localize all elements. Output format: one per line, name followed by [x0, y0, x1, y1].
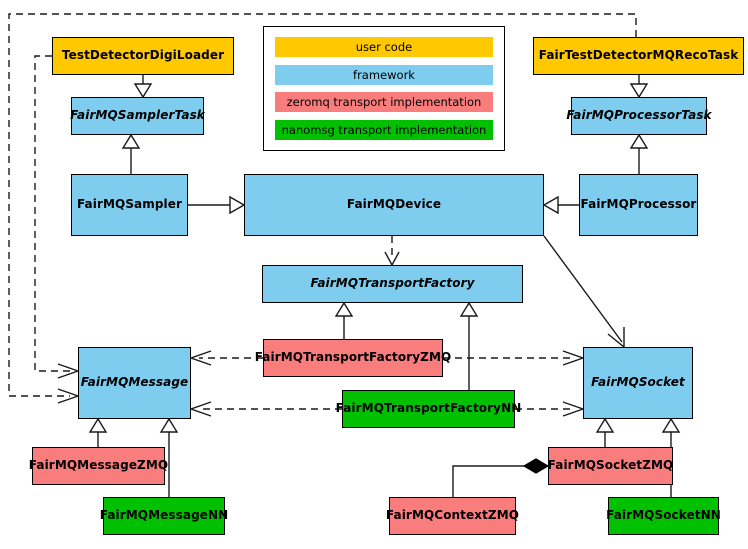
node-fairmqsamplertask[interactable]: FairMQSamplerTask: [70, 97, 205, 135]
node-fairmqsocketzmq[interactable]: FairMQSocketZMQ: [548, 447, 673, 485]
node-fairmqtransportfactorynn[interactable]: FairMQTransportFactoryNN: [336, 390, 521, 428]
composition-diamond-socketzmq: [522, 458, 550, 474]
node-fairmqtransportfactoryzmq[interactable]: FairMQTransportFactoryZMQ: [255, 339, 451, 377]
legend-label: framework: [353, 67, 415, 82]
node-label: FairMQTransportFactoryNN: [335, 401, 522, 416]
arrowhead-processortask-bottom: [629, 133, 649, 149]
legend-label: nanomsg transport implementation: [281, 122, 487, 137]
node-label: FairMQMessage: [80, 375, 189, 390]
node-fairmqprocessortask[interactable]: FairMQProcessorTask: [566, 97, 712, 135]
legend-label: user code: [355, 40, 413, 54]
node-label: FairMQContextZMQ: [385, 508, 520, 523]
node-label: FairMQProcessorTask: [566, 108, 712, 123]
arrowhead-samplertask-top: [133, 83, 153, 99]
edge-socketzmq-to-contextzmq: [452, 465, 536, 497]
edge-digiloader-to-message: [34, 55, 70, 372]
node-fairmqsocketnn[interactable]: FairMQSocketNN: [606, 497, 721, 535]
node-fairmqmessagezmq[interactable]: FairMQMessageZMQ: [28, 447, 169, 485]
node-label: FairMQDevice: [346, 197, 442, 212]
node-label: FairTestDetectorMQRecoTask: [538, 48, 739, 63]
node-label: FairMQSocketZMQ: [547, 458, 674, 473]
arrowhead-socket-top-diagonal: [607, 327, 625, 349]
edge-device-to-socket: [543, 235, 623, 343]
legend-item-user-code: user code: [275, 37, 493, 57]
arrowhead-device-right: [542, 195, 559, 215]
arrowhead-transportfactory-zmq: [334, 301, 354, 317]
generalization-arrowheads: [88, 83, 681, 433]
node-label: FairMQTransportFactoryZMQ: [254, 350, 452, 365]
node-testdetectordigiloader[interactable]: TestDetectorDigiLoader: [52, 37, 234, 75]
node-label: FairMQMessageZMQ: [28, 458, 169, 473]
arrowhead-transportfactory-nn: [459, 301, 479, 317]
arrowhead-message-left: [88, 417, 108, 433]
color-legend-panel: user code framework zeromq transport imp…: [263, 26, 505, 151]
node-fairtestdetectormqrecotask[interactable]: FairTestDetectorMQRecoTask: [533, 37, 744, 75]
node-label: FairMQProcessor: [580, 197, 697, 212]
node-fairmqdevice[interactable]: FairMQDevice: [244, 174, 544, 236]
node-fairmqcontextzmq[interactable]: FairMQContextZMQ: [385, 497, 520, 535]
arrowhead-device-left: [229, 195, 246, 215]
arrowhead-message-in-tfnn: [188, 401, 212, 417]
node-label: FairMQTransportFactory: [310, 276, 475, 291]
node-label: FairMQSamplerTask: [70, 108, 205, 123]
node-label: FairMQSampler: [76, 197, 183, 212]
node-fairmqmessagenn[interactable]: FairMQMessageNN: [100, 497, 228, 535]
legend-item-framework: framework: [275, 64, 493, 85]
arrowhead-message-in-tfzmq: [188, 350, 212, 366]
arrowhead-socket-right: [661, 417, 681, 433]
node-label: FairMQSocket: [591, 375, 685, 390]
node-label: FairMQSocketNN: [606, 508, 721, 523]
legend-label: zeromq transport implementation: [286, 95, 482, 110]
arrowhead-socket-left: [595, 417, 615, 433]
arrowhead-processortask-top: [629, 83, 649, 99]
arrowhead-message-right: [159, 417, 179, 433]
composition-diamond-group: [522, 458, 550, 474]
edge-recotask-to-message: [8, 13, 637, 397]
legend-item-zeromq: zeromq transport implementation: [275, 92, 493, 113]
node-label: TestDetectorDigiLoader: [61, 48, 225, 63]
legend-item-nanomsg: nanomsg transport implementation: [275, 119, 493, 140]
node-fairmqtransportfactory[interactable]: FairMQTransportFactory: [262, 265, 523, 303]
node-label: FairMQMessageNN: [99, 508, 229, 523]
node-fairmqmessage[interactable]: FairMQMessage: [78, 347, 191, 419]
node-fairmqsocket[interactable]: FairMQSocket: [583, 347, 693, 419]
node-fairmqsampler[interactable]: FairMQSampler: [71, 174, 188, 236]
arrowhead-samplertask-bottom: [121, 133, 141, 149]
node-fairmqprocessor[interactable]: FairMQProcessor: [579, 174, 698, 236]
